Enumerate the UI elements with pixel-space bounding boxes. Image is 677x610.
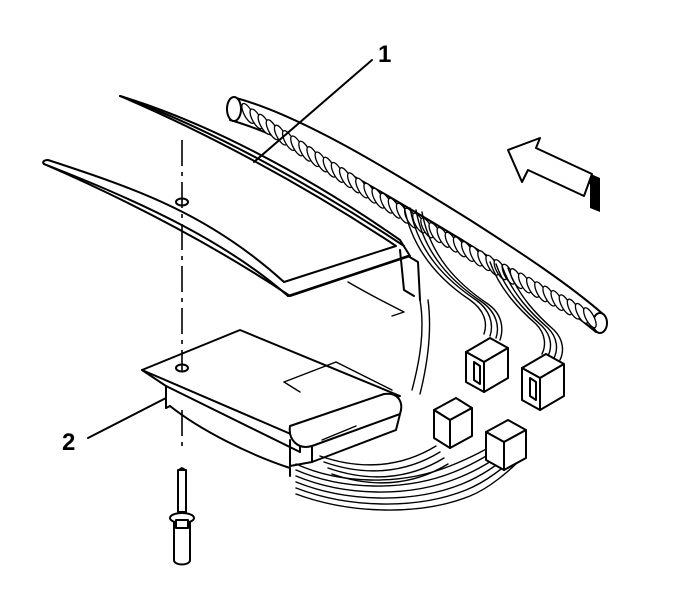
- leader-line-2: [87, 397, 167, 439]
- connector-lower-left: [433, 397, 473, 449]
- corrugated-conduit: [226, 96, 608, 334]
- conduit-ribs: [241, 102, 597, 329]
- callout-2: 2: [62, 429, 75, 456]
- direction-arrow: [507, 137, 600, 212]
- mounting-bracket: [141, 329, 403, 477]
- callout-1: 1: [378, 41, 391, 68]
- wire-bundle-lower: [295, 439, 521, 511]
- connector-upper-left: [465, 337, 509, 393]
- trim-panel: [42, 95, 431, 395]
- connector-lower-right: [485, 419, 527, 471]
- connector-upper-right: [521, 353, 565, 411]
- leader-line-1: [253, 59, 373, 163]
- wire-bundle-upper: [403, 205, 564, 361]
- rivet: [169, 467, 195, 566]
- conduit-rib: [582, 307, 597, 329]
